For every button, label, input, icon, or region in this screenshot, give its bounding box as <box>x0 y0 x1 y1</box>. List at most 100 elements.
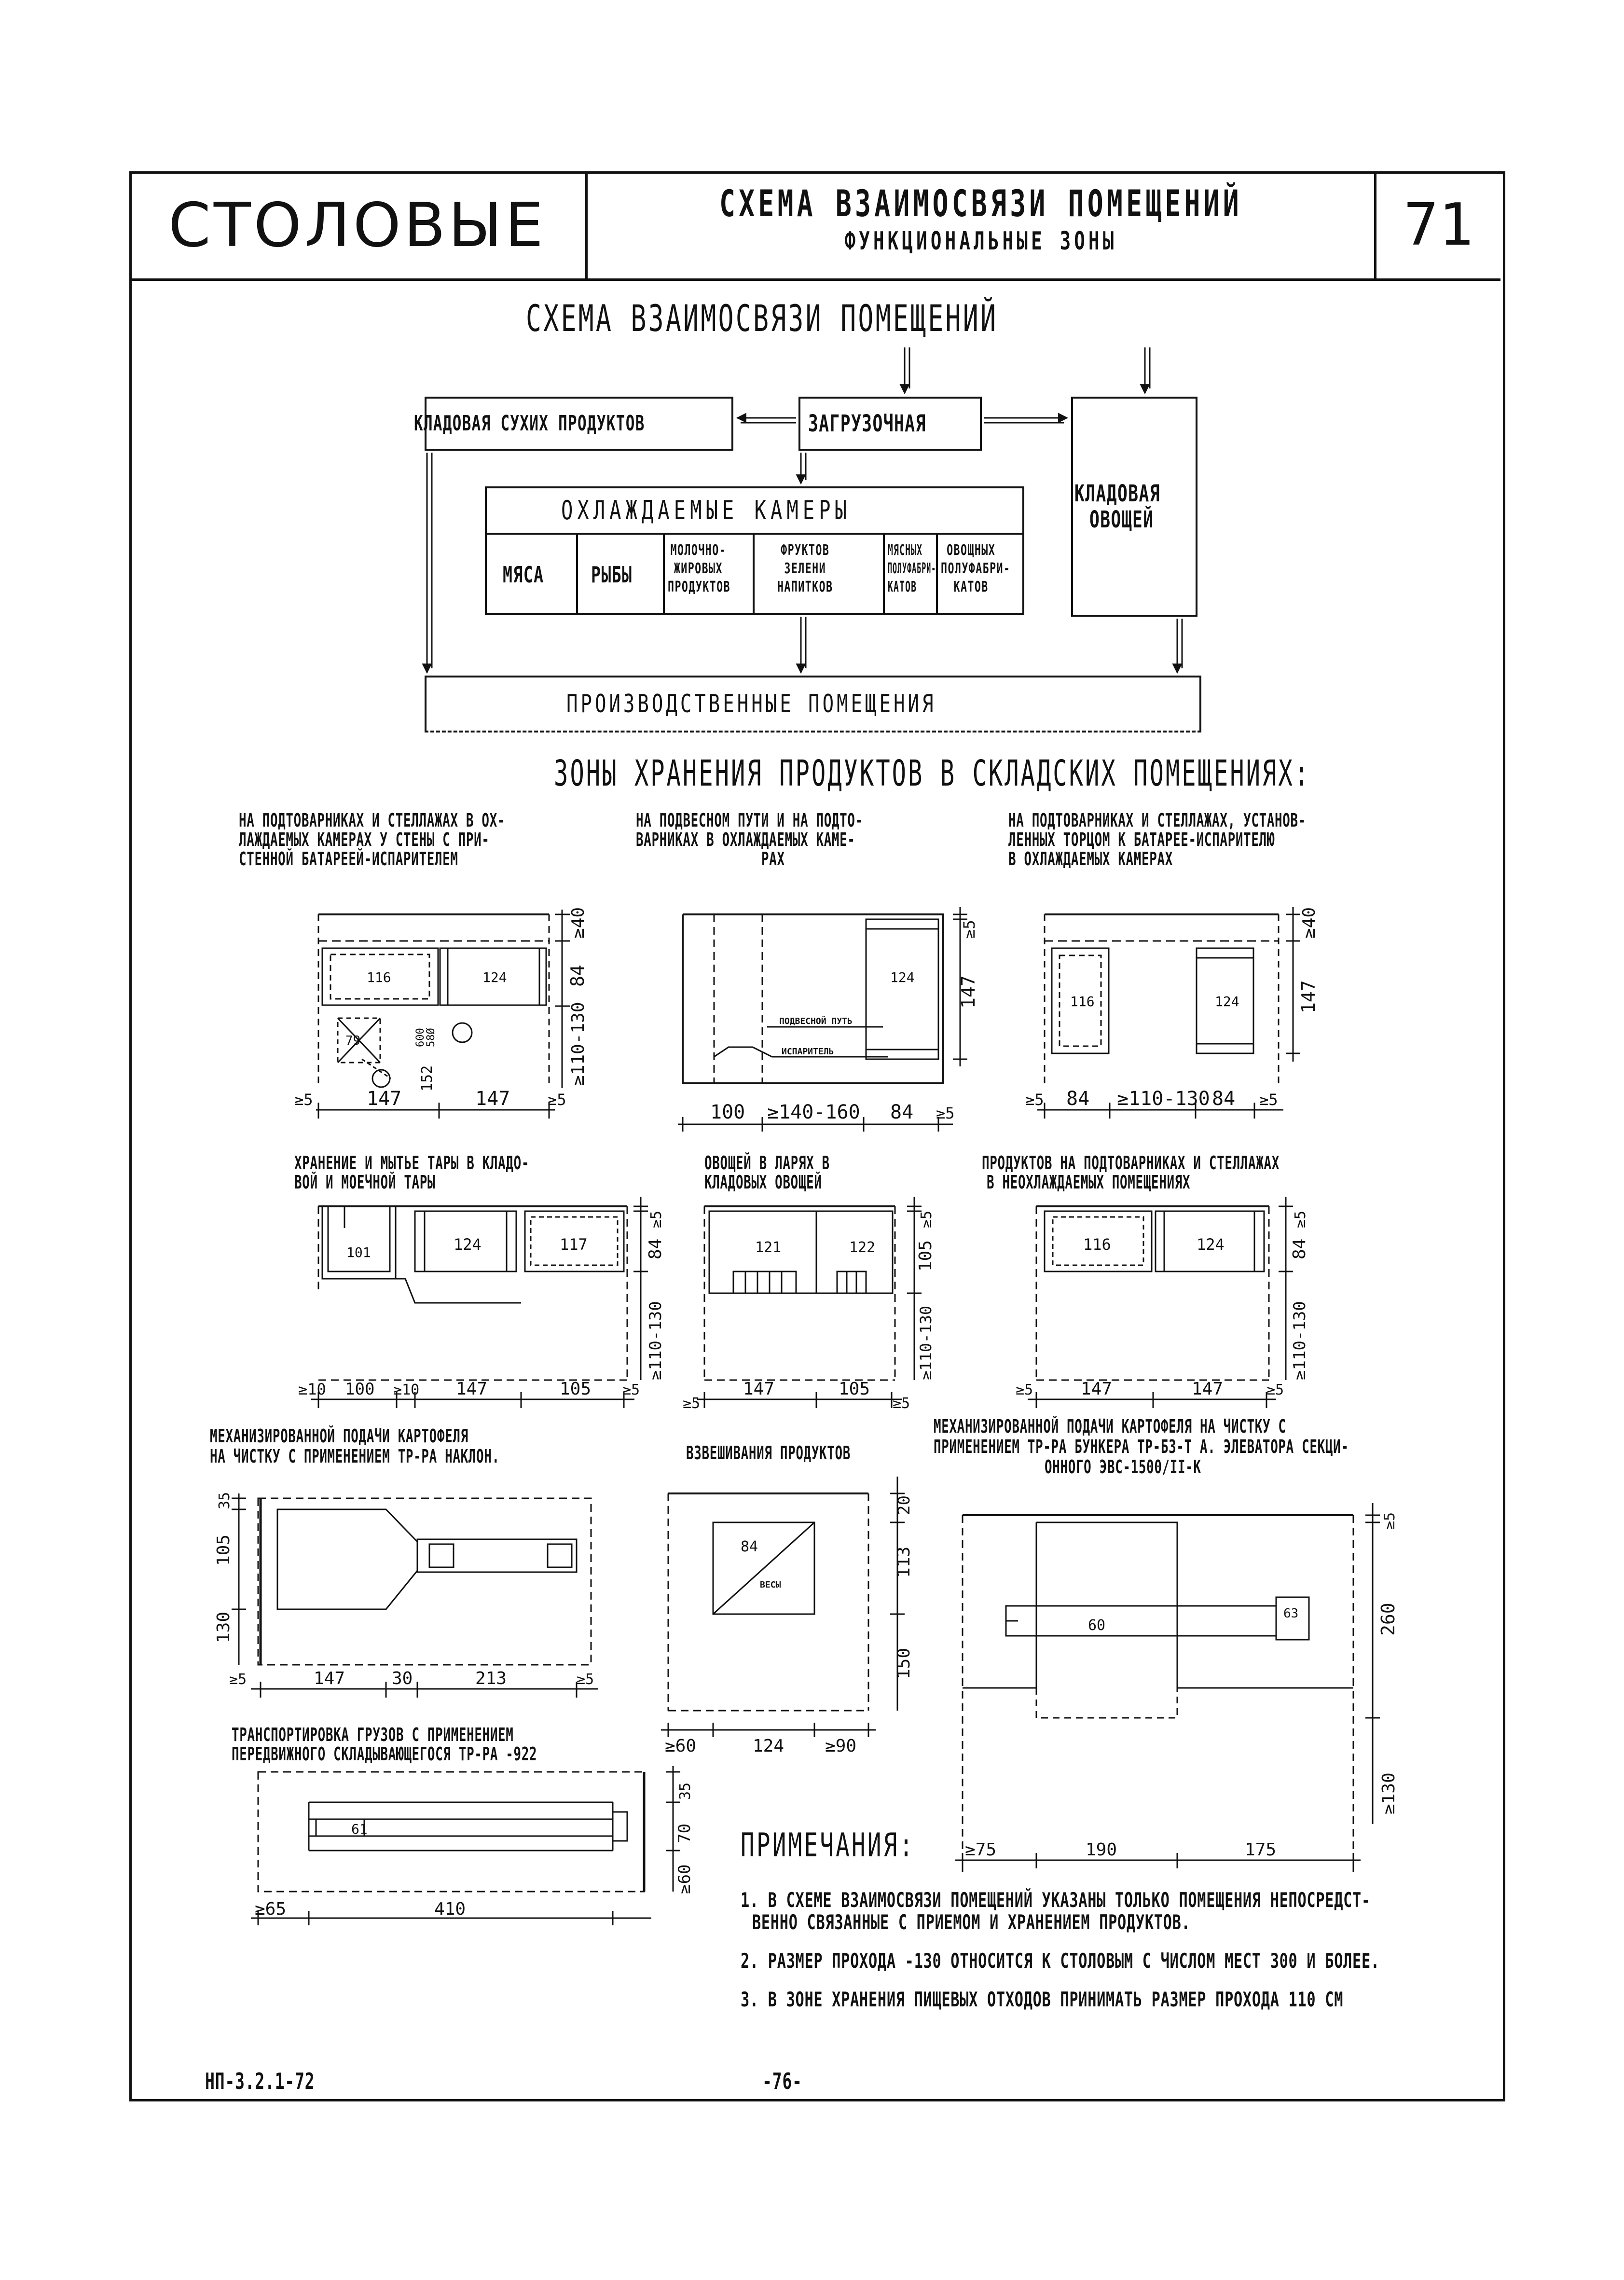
dim-g-v105: 105 <box>214 1534 234 1566</box>
plan-i <box>955 1503 1380 1872</box>
dim-i-75: ≥75 <box>965 1840 996 1860</box>
dimension-labels: 147 147 ≥5 ≥5 116 124 79 ≥40 84 ≥110-130… <box>214 907 1399 1919</box>
dim-b-v147: 147 <box>958 975 979 1009</box>
zones-title: ЗОНЫ ХРАНЕНИЯ ПРОДУКТОВ В СКЛАДСКИХ ПОМЕ… <box>554 753 1311 794</box>
dim-c-ge5-r: ≥5 <box>1259 1091 1278 1109</box>
dim-f-v110: ≥110-130 <box>1290 1301 1309 1380</box>
cell-meat: МЯСА <box>487 535 578 615</box>
dim-f-v5: ≥5 <box>1292 1211 1309 1228</box>
dry-storage-box: КЛАДОВАЯ СУХИХ ПРОДУКТОВ <box>414 397 733 451</box>
grate-121 <box>732 1271 797 1294</box>
dim-d-v84: 84 <box>646 1239 665 1259</box>
dim-a-147-2: 147 <box>475 1088 510 1110</box>
dim-i-175: 175 <box>1245 1840 1276 1860</box>
plan-c <box>1037 907 1300 1119</box>
dim-f-ge5-r: ≥5 <box>1266 1382 1284 1398</box>
dim-d-147: 147 <box>456 1379 487 1399</box>
label-d-117: 117 <box>560 1235 588 1254</box>
dim-a-147-1: 147 <box>367 1088 401 1110</box>
plan-e <box>697 1197 922 1408</box>
caption-g: МЕХАНИЗИРОВАННОЙ ПОДАЧИ КАРТОФЕЛЯ НА ЧИС… <box>210 1425 500 1467</box>
label-a-116: 116 <box>367 969 391 985</box>
caption-j: ТРАНСПОРТИРОВКА ГРУЗОВ С ПРИМЕНЕНИЕМ ПЕР… <box>232 1724 537 1765</box>
dim-g-ge5-r: ≥5 <box>577 1671 594 1688</box>
label-f-116: 116 <box>1083 1235 1111 1254</box>
plan-j <box>251 1766 680 1925</box>
dim-j-v60: ≥60 <box>675 1865 694 1894</box>
plan-b <box>678 907 967 1132</box>
dim-d-ge5: ≥5 <box>622 1382 640 1398</box>
dim-a-v110: ≥110-130 <box>568 1002 588 1086</box>
dim-a-v40: ≥40 <box>568 907 588 939</box>
label-j-61: 61 <box>351 1821 368 1837</box>
dim-g-30: 30 <box>392 1669 413 1688</box>
dim-a-v84: 84 <box>567 965 588 987</box>
dim-b-140: ≥140-160 <box>767 1101 860 1123</box>
sheet-subtitle: ФУНКЦИОНАЛЬНЫЕ ЗОНЫ <box>844 227 1117 256</box>
label-a-600: 600 <box>414 1028 427 1047</box>
production-box: ПРОИЗВОДСТВЕННЫЕ ПОМЕЩЕНИЯ <box>425 676 1201 732</box>
dim-e-147: 147 <box>743 1379 774 1399</box>
label-e-122: 122 <box>849 1239 875 1256</box>
plan-a <box>316 910 570 1119</box>
cell-meat-semi: МЯСНЫХ ПОЛУФАБРИ- КАТОВ <box>885 535 938 615</box>
conveyor-j <box>309 1801 613 1852</box>
dim-e-105: 105 <box>839 1379 870 1399</box>
cooled-cells-row: МЯСА РЫБЫ МОЛОЧНО- ЖИРОВЫХ ПРОДУКТОВ ФРУ… <box>485 533 1024 615</box>
production-label: ПРОИЗВОДСТВЕННЫЕ ПОМЕЩЕНИЯ <box>566 690 936 719</box>
note-2: 2. РАЗМЕР ПРОХОДА -130 ОТНОСИТСЯ К СТОЛО… <box>741 1949 1380 1973</box>
dim-c-v40: ≥40 <box>1299 907 1319 939</box>
label-i-63: 63 <box>1283 1606 1298 1621</box>
caption-b: НА ПОДВЕСНОМ ПУТИ И НА ПОДТО- ВАРНИКАХ В… <box>636 810 863 870</box>
dim-d-100: 100 <box>345 1380 374 1399</box>
notes-list: 1. В СХЕМЕ ВЗАИМОСВЯЗИ ПОМЕЩЕНИЙ УКАЗАНЫ… <box>741 1889 1624 2011</box>
drain-circle <box>452 1022 473 1043</box>
notes-title: ПРИМЕЧАНИЯ: <box>741 1826 915 1865</box>
elevator-i <box>1005 1605 1277 1637</box>
scales-box <box>712 1521 815 1615</box>
dim-c-ge5-l: ≥5 <box>1025 1091 1044 1109</box>
dim-a-ge5-r: ≥5 <box>548 1091 566 1109</box>
rack-117 <box>524 1210 625 1272</box>
dim-i-v260: 260 <box>1377 1603 1399 1636</box>
pallet-116-c <box>1051 947 1110 1054</box>
sheet-frame <box>129 171 1505 2101</box>
label-f-124: 124 <box>1197 1235 1225 1254</box>
dim-i-190: 190 <box>1086 1840 1117 1860</box>
dim-h-v20: 20 <box>895 1495 914 1515</box>
dim-c-110: ≥110-130 <box>1117 1088 1210 1110</box>
dim-b-ge5: ≥5 <box>936 1104 955 1122</box>
rack-124-d <box>414 1210 517 1272</box>
sheet-title: СХЕМА ВЗАИМОСВЯЗИ ПОМЕЩЕНИЙ <box>719 182 1242 225</box>
hopper-g <box>276 1508 418 1610</box>
label-i-60: 60 <box>1088 1617 1105 1634</box>
veg-storage-box: КЛАДОВАЯ ОВОЩЕЙ <box>1071 397 1197 617</box>
plan-h <box>661 1477 905 1737</box>
label-a-124: 124 <box>482 969 507 985</box>
dim-d-v5: ≥5 <box>648 1211 665 1228</box>
plan-d <box>311 1197 648 1408</box>
plan-f <box>1028 1197 1293 1408</box>
label-d-124: 124 <box>454 1235 482 1254</box>
caption-f: ПРОДУКТОВ НА ПОДТОВАРНИКАХ И СТЕЛЛАЖАХ В… <box>982 1152 1280 1193</box>
caption-d: ХРАНЕНИЕ И МЫТЬЕ ТАРЫ В КЛАДО- ВОЙ И МОЕ… <box>294 1152 530 1193</box>
veg-storage-label-2: ОВОЩЕЙ <box>1089 506 1154 533</box>
sheet-number: 71 <box>1404 191 1473 259</box>
footer-page: -76- <box>762 2068 802 2094</box>
label-h-scales: ВЕСЫ <box>760 1580 781 1590</box>
caption-h: ВЗВЕШИВАНИЯ ПРОДУКТОВ <box>686 1442 851 1464</box>
pallet-116 <box>321 947 439 1006</box>
dim-g-147: 147 <box>314 1669 345 1688</box>
label-h-84: 84 <box>741 1538 758 1555</box>
cell-dairy: МОЛОЧНО- ЖИРОВЫХ ПРОДУКТОВ <box>663 535 755 615</box>
dim-i-v130: ≥130 <box>1379 1772 1399 1814</box>
rack-124 <box>439 947 547 1006</box>
dim-i-v5: ≥5 <box>1381 1512 1398 1530</box>
dim-e-ge5-l: ≥5 <box>683 1395 700 1412</box>
rack-124-c <box>1196 947 1254 1054</box>
cooled-chambers-box: ОХЛАЖДАЕМЫЕ КАМЕРЫ <box>485 486 1024 535</box>
dim-d-105: 105 <box>560 1379 591 1399</box>
pallet-124 <box>865 918 939 1060</box>
dim-c-84b: 84 <box>1212 1088 1235 1110</box>
caption-a: НА ПОДТОВАРНИКАХ И СТЕЛЛАЖАХ В ОХ- ЛАЖДА… <box>239 810 506 870</box>
